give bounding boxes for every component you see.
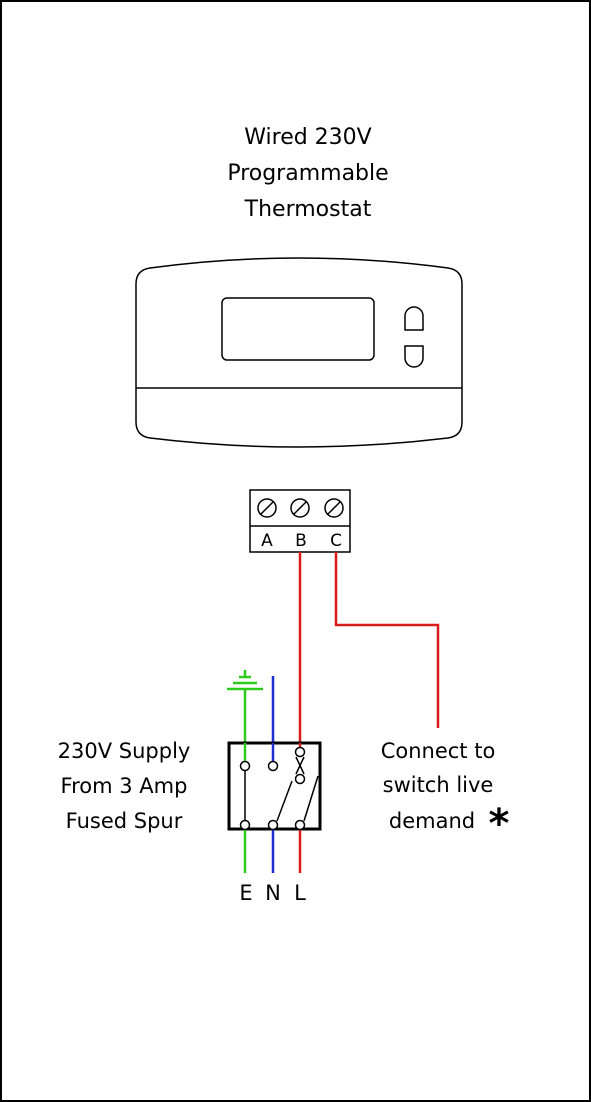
conductor-label-e: E xyxy=(239,881,252,905)
supply-label: 230V Supply From 3 Amp Fused Spur xyxy=(58,739,191,833)
title-line-2: Programmable xyxy=(227,161,388,186)
asterisk-marker: * xyxy=(489,801,510,847)
switch-terminal-l-mid xyxy=(294,773,306,785)
thermostat-button-down-icon xyxy=(404,345,424,368)
wire-switched-live xyxy=(334,552,440,728)
switch-terminal-l-bottom xyxy=(294,819,306,831)
thermostat-button-up-icon xyxy=(404,306,424,331)
supply-line-3: Fused Spur xyxy=(66,809,183,833)
switched-live-label: Connect to switch live demand * xyxy=(381,739,510,847)
switch-terminal-l-top xyxy=(294,746,306,758)
fused-spur-switch xyxy=(227,741,322,831)
title-line-1: Wired 230V xyxy=(244,125,371,150)
switch-terminal-e-bottom xyxy=(239,819,251,831)
terminal-screw-b-icon xyxy=(290,498,310,518)
terminal-assembly: A B C xyxy=(249,489,351,553)
switch-box xyxy=(227,741,322,831)
title-line-3: Thermostat xyxy=(244,197,372,222)
wire-switched-live-path xyxy=(334,552,440,728)
switched-live-line-1: Connect to xyxy=(381,739,496,763)
thermostat-title: Wired 230V Programmable Thermostat xyxy=(227,125,388,222)
switch-contact-live xyxy=(303,775,319,822)
thermostat-display xyxy=(221,297,375,361)
terminal-screw-a-icon xyxy=(257,498,277,518)
switch-terminal-e-top xyxy=(239,760,251,772)
conductor-label-n: N xyxy=(265,881,281,905)
terminal-label-b: B xyxy=(295,531,307,551)
thermostat-device xyxy=(135,257,463,448)
switch-terminal-n-bottom xyxy=(267,819,279,831)
terminal-label-c: C xyxy=(330,531,342,551)
switched-live-line-3: demand xyxy=(389,809,475,833)
terminal-label-a: A xyxy=(261,531,273,551)
switch-terminal-n-top xyxy=(267,760,279,772)
switch-contact-neutral xyxy=(276,780,293,822)
conductor-label-l: L xyxy=(294,881,306,905)
supply-line-1: 230V Supply xyxy=(58,739,191,763)
switched-live-line-2: switch live xyxy=(383,773,494,797)
terminal-screw-c-icon xyxy=(324,498,344,518)
supply-line-2: From 3 Amp xyxy=(61,774,188,798)
